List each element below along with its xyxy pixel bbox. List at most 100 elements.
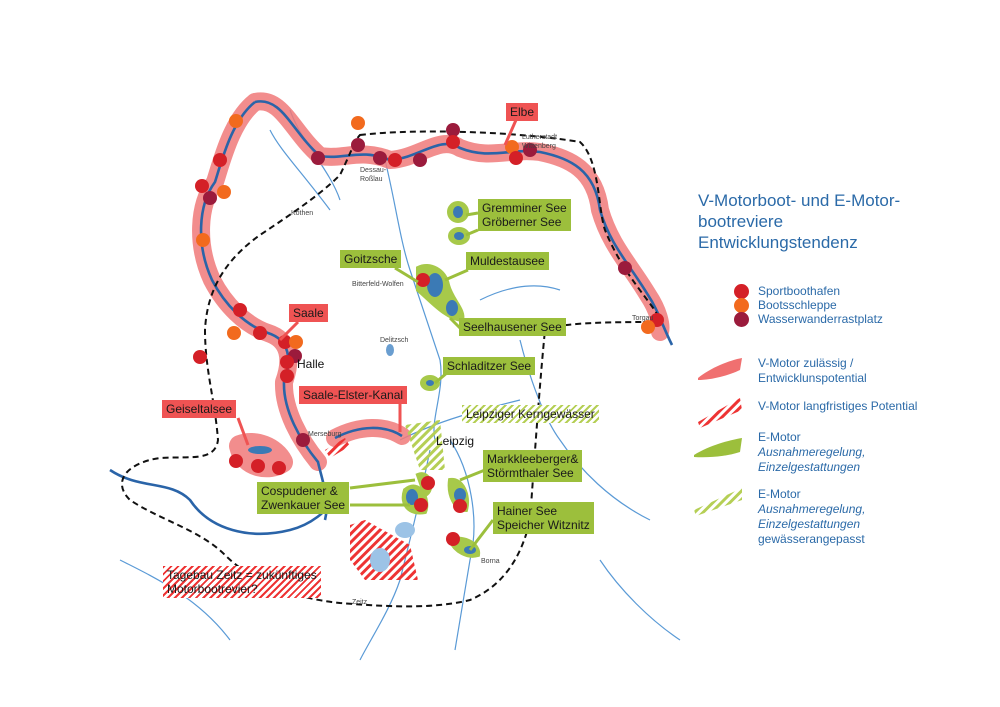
- town-merseburg: Merseburg: [308, 431, 342, 438]
- callout-saale-elster-kanal: Saale-Elster-Kanal: [299, 386, 408, 404]
- callout-leaders: [236, 119, 518, 551]
- marker-wasserwanderrastplatz: [523, 143, 537, 157]
- legend-text: gewässerangepasst: [758, 532, 865, 546]
- callout-goitzsche: Goitzsche: [340, 250, 402, 268]
- callout-seelhausener: Seelhausener See: [459, 318, 566, 336]
- legend-wasserwanderrastplatz-icon: [734, 312, 749, 327]
- marker-wasserwanderrastplatz: [311, 151, 325, 165]
- legend-v-motor-longterm: V-Motor langfristiges Potential: [758, 399, 918, 413]
- callout-text: Gröberner See: [482, 215, 562, 229]
- callout-text: Hainer See: [497, 504, 558, 518]
- marker-sportboothafen: [414, 498, 428, 512]
- lakes: [248, 206, 509, 572]
- callout-elbe: Elbe: [506, 103, 539, 121]
- legend-e-motor-angepasst-swatch: [694, 488, 742, 516]
- marker-sportboothafen: [229, 454, 243, 468]
- callout-text: Störmthaler See: [487, 466, 574, 480]
- marker-wasserwanderrastplatz: [446, 123, 460, 137]
- marker-sportboothafen: [416, 273, 430, 287]
- legend-sportboothafen-icon: [734, 284, 749, 299]
- marker-wasserwanderrastplatz: [373, 151, 387, 165]
- legend-title-line: Entwicklungstendenz: [698, 233, 858, 252]
- town-delitzsch: Delitzsch: [380, 337, 409, 344]
- callout-muldestausee: Muldestausee: [466, 252, 549, 270]
- town-borna: Borna: [481, 558, 500, 565]
- callout-saale: Saale: [289, 304, 328, 322]
- legend-title-line: V-Motorboot- und E-Motor-: [698, 191, 901, 210]
- marker-bootsschleppe: [505, 140, 519, 154]
- marker-bootsschleppe: [289, 335, 303, 349]
- marker-sportboothafen: [193, 350, 207, 364]
- legend-e-motor-swatch: [694, 438, 742, 458]
- marker-wasserwanderrastplatz: [203, 191, 217, 205]
- marker-bootsschleppe: [229, 114, 243, 128]
- callout-text: Tagebau Zeitz = zukünftiges: [167, 568, 317, 582]
- marker-sportboothafen: [253, 326, 267, 340]
- callout-cospudener: Cospudener &Zwenkauer See: [257, 482, 350, 514]
- marker-sportboothafen: [280, 355, 294, 369]
- callout-geiseltalsee: Geiseltalsee: [162, 400, 237, 418]
- legend-text: E-Motor: [758, 430, 801, 444]
- v-motor-longterm-kanal: [325, 438, 350, 458]
- marker-sportboothafen: [421, 476, 435, 490]
- markers: [193, 114, 664, 546]
- legend-title: V-Motorboot- und E-Motor- bootreviere En…: [698, 190, 958, 253]
- town-wittenberg-2: Wittenberg: [522, 143, 556, 150]
- marker-wasserwanderrastplatz: [296, 433, 310, 447]
- marker-sportboothafen: [251, 459, 265, 473]
- legend-text: V-Motor zulässig /: [758, 356, 854, 370]
- marker-sportboothafen: [509, 151, 523, 165]
- legend-v-motor-swatch: [698, 358, 742, 380]
- marker-sportboothafen: [453, 499, 467, 513]
- legend-wasserwanderrastplatz: Wasserwanderrastplatz: [758, 312, 883, 326]
- town-zeitz: Zeitz: [352, 599, 368, 606]
- legend-bootsschleppe-icon: [734, 298, 749, 313]
- callout-markkleeberger: Markkleeberger&Störmthaler See: [483, 450, 583, 482]
- e-motor-gewaesserangepasst-leipzig: [405, 420, 445, 470]
- legend-title-line: bootreviere: [698, 212, 784, 231]
- marker-wasserwanderrastplatz: [618, 261, 632, 275]
- legend-text: E-Motor: [758, 487, 801, 501]
- marker-wasserwanderrastplatz: [413, 153, 427, 167]
- marker-sportboothafen: [446, 532, 460, 546]
- marker-sportboothafen: [280, 369, 294, 383]
- marker-sportboothafen: [272, 461, 286, 475]
- marker-sportboothafen: [446, 135, 460, 149]
- town-wittenberg-1: Lutherstadt: [522, 134, 558, 141]
- marker-bootsschleppe: [351, 116, 365, 130]
- legend-sportboothafen: Sportboothafen: [758, 284, 841, 298]
- legend-bootsschleppe: Bootsschleppe: [758, 298, 837, 312]
- city-leipzig: Leipzig: [436, 434, 475, 448]
- callout-text: Gremminer See: [482, 201, 567, 215]
- marker-bootsschleppe: [227, 326, 241, 340]
- marker-sportboothafen: [195, 179, 209, 193]
- callout-text: Cospudener &: [261, 484, 338, 498]
- marker-bootsschleppe: [196, 233, 210, 247]
- town-rosslau: Roßlau: [360, 176, 383, 183]
- legend-text: Einzelgestattungen: [758, 517, 861, 531]
- town-torgau: Torgau: [632, 315, 654, 322]
- legend-v-motor-longterm-swatch: [698, 398, 742, 428]
- callout-text: Zwenkauer See: [261, 498, 346, 512]
- legend-text: Ausnahmeregelung,: [758, 502, 866, 516]
- town-dessau: Dessau-: [360, 167, 387, 174]
- marker-bootsschleppe: [217, 185, 231, 199]
- marker-sportboothafen: [233, 303, 247, 317]
- callout-leipziger-kerngewaesser: Leipziger Kerngewässer: [462, 405, 599, 423]
- legend-text: Ausnahmeregelung,: [758, 445, 866, 459]
- callout-text: Speicher Witznitz: [497, 518, 590, 532]
- marker-wasserwanderrastplatz: [351, 138, 365, 152]
- town-koethen: Köthen: [291, 210, 314, 217]
- legend-text: Einzelgestattungen: [758, 460, 861, 474]
- marker-bootsschleppe: [641, 320, 655, 334]
- callout-text: Motorbootrevier?: [167, 582, 258, 596]
- marker-sportboothafen: [213, 153, 227, 167]
- legend-v-motor: V-Motor zulässig /Entwicklunspotential: [758, 356, 867, 386]
- marker-sportboothafen: [388, 153, 402, 167]
